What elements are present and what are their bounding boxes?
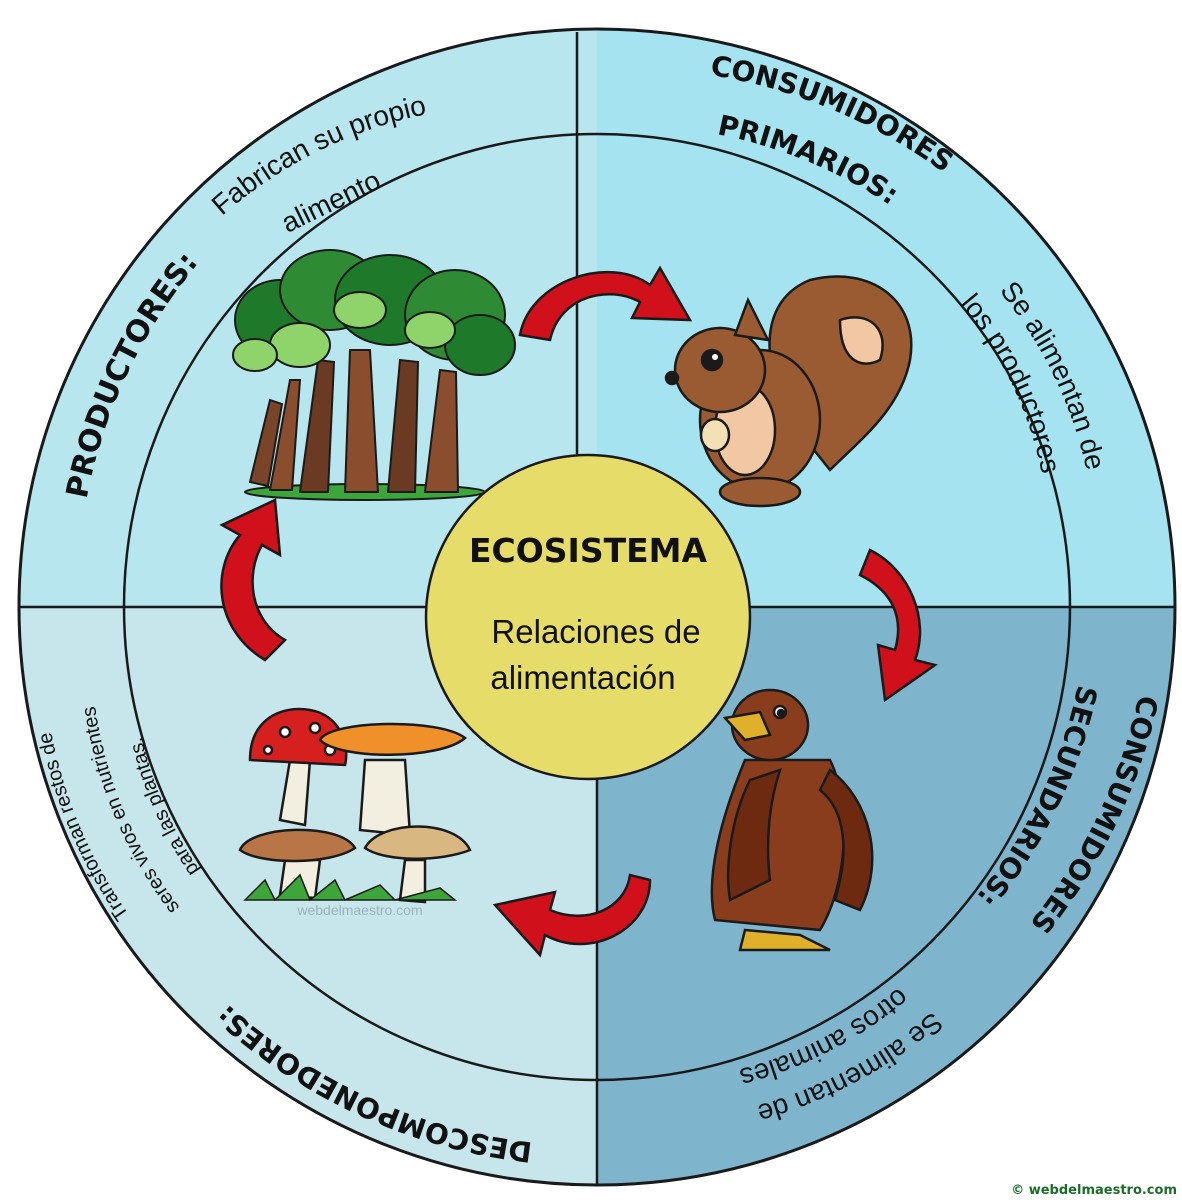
center-subtitle-line1: Relaciones de: [491, 613, 700, 650]
arrow-productores-to-primarios: [518, 265, 693, 342]
mushrooms-illustration: [238, 707, 472, 904]
center-title: ECOSISTEMA: [469, 531, 708, 570]
center-circle: [424, 453, 752, 781]
arrow-descomponedores-to-productores: [219, 498, 288, 662]
cycle-arrows: [219, 265, 938, 958]
arrow-secundarios-to-descomponedores: [492, 873, 652, 958]
eagle-illustration: [710, 688, 874, 952]
squirrel-illustration: [664, 275, 913, 508]
center-subtitle-line2: alimentación: [490, 659, 675, 696]
arrow-primarios-to-secundarios: [858, 548, 938, 703]
watermark: webdelmaestro.com: [296, 902, 422, 918]
trees-illustration: [232, 249, 516, 501]
footer-credit[interactable]: © webdelmaestro.com: [1011, 1183, 1177, 1198]
